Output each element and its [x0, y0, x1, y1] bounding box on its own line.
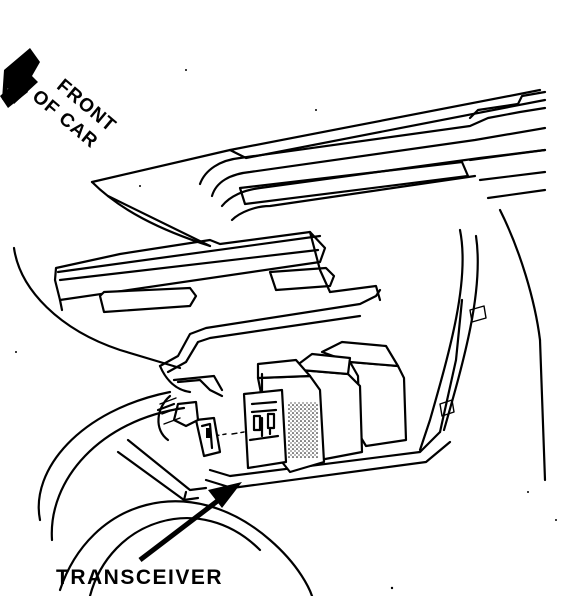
transceiver-label: TRANSCEIVER: [56, 566, 224, 589]
mounting-bracket: [158, 288, 464, 490]
dashboard-outline: [12, 88, 547, 370]
door-pillar: [418, 208, 547, 482]
transceiver-unit: [156, 340, 408, 474]
scan-speckles: [15, 69, 557, 590]
steering-wheel: [37, 390, 314, 596]
front-of-car-label: FRONT OF CAR: [28, 75, 120, 152]
transceiver-callout-arrow: [138, 482, 242, 562]
dash-face: [53, 230, 382, 314]
front-direction-arrow: [0, 48, 40, 108]
